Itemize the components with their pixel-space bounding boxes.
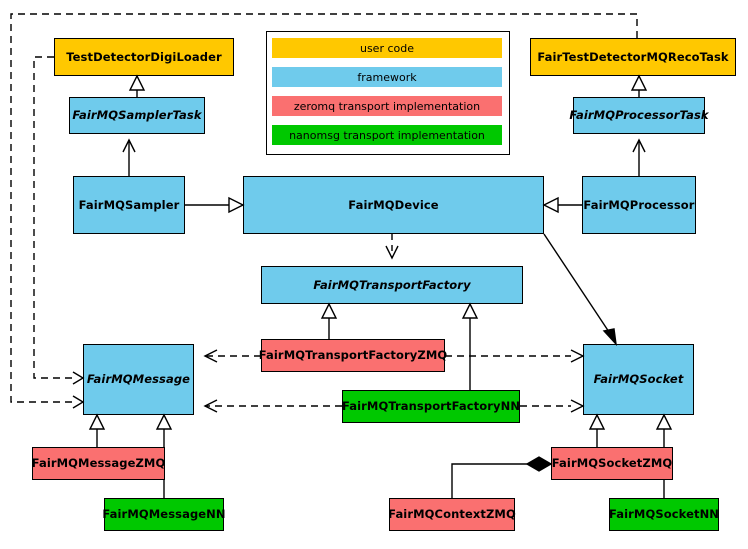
class-box-fairmqprocessortask[interactable]: FairMQProcessorTask xyxy=(569,97,709,134)
class-label: FairMQTransportFactoryNN xyxy=(341,399,521,414)
class-box-fairmqsocket[interactable]: FairMQSocket xyxy=(583,344,694,415)
edge-recotask-to-message xyxy=(10,13,638,403)
class-box-fairtestdetectormqrecotask[interactable]: FairTestDetectorMQRecoTask xyxy=(530,38,736,76)
legend-swatch-framework: framework xyxy=(272,67,502,87)
class-box-fairmqmessage[interactable]: FairMQMessage xyxy=(83,344,194,415)
class-label: FairMQMessage xyxy=(86,372,191,387)
class-label: FairMQMessageZMQ xyxy=(31,456,166,471)
class-box-testdetectordigiloader[interactable]: TestDetectorDigiLoader xyxy=(54,38,234,76)
class-box-fairmqmessagenn[interactable]: FairMQMessageNN xyxy=(102,498,226,531)
class-label: FairMQContextZMQ xyxy=(388,507,516,522)
legend-swatch-user-code: user code xyxy=(272,38,502,58)
class-label: FairMQProcessor xyxy=(583,197,695,212)
class-box-fairmqtransportfactory[interactable]: FairMQTransportFactory xyxy=(261,266,523,304)
class-label: FairMQSocketNN xyxy=(608,507,720,522)
legend-swatch-nanomsg: nanomsg transport implementation xyxy=(272,125,502,145)
class-box-fairmqmessagezmq[interactable]: FairMQMessageZMQ xyxy=(32,447,165,480)
legend-label-framework: framework xyxy=(357,70,417,84)
class-box-fairmqdevice[interactable]: FairMQDevice xyxy=(243,176,544,234)
class-label: FairMQSampler xyxy=(78,197,180,212)
class-label: FairTestDetectorMQRecoTask xyxy=(537,49,729,64)
class-label: FairMQDevice xyxy=(348,197,439,212)
class-label: FairMQTransportFactoryZMQ xyxy=(258,348,448,363)
class-box-fairmqsamplertask[interactable]: FairMQSamplerTask xyxy=(69,97,205,134)
class-box-fairmqcontextzmq[interactable]: FairMQContextZMQ xyxy=(388,498,516,531)
class-label: FairMQSocketZMQ xyxy=(551,456,673,471)
class-box-fairmqprocessor[interactable]: FairMQProcessor xyxy=(582,176,696,234)
class-box-fairmqtransportfactoryzmq[interactable]: FairMQTransportFactoryZMQ xyxy=(258,339,448,372)
class-label: FairMQMessageNN xyxy=(102,507,226,522)
edge-context-composition xyxy=(451,463,539,498)
class-box-fairmqtransportfactorynn[interactable]: FairMQTransportFactoryNN xyxy=(342,390,520,423)
class-label: FairMQSocket xyxy=(593,372,684,387)
class-box-fairmqsocketzmq[interactable]: FairMQSocketZMQ xyxy=(551,447,673,480)
edge-digiloader-to-message xyxy=(33,56,73,379)
legend-label-user-code: user code xyxy=(359,41,415,55)
class-box-fairmqsocketnn[interactable]: FairMQSocketNN xyxy=(609,498,719,531)
class-box-fairmqsampler[interactable]: FairMQSampler xyxy=(73,176,185,234)
edge-device-socket xyxy=(543,233,614,339)
class-label: TestDetectorDigiLoader xyxy=(66,49,222,64)
legend-label-zeromq: zeromq transport implementation xyxy=(293,99,481,113)
legend-label-nanomsg: nanomsg transport implementation xyxy=(289,128,485,142)
class-label: FairMQTransportFactory xyxy=(313,277,471,292)
class-label: FairMQSamplerTask xyxy=(72,108,202,123)
legend-swatch-zeromq: zeromq transport implementation xyxy=(272,96,502,116)
class-label: FairMQProcessorTask xyxy=(569,108,709,123)
